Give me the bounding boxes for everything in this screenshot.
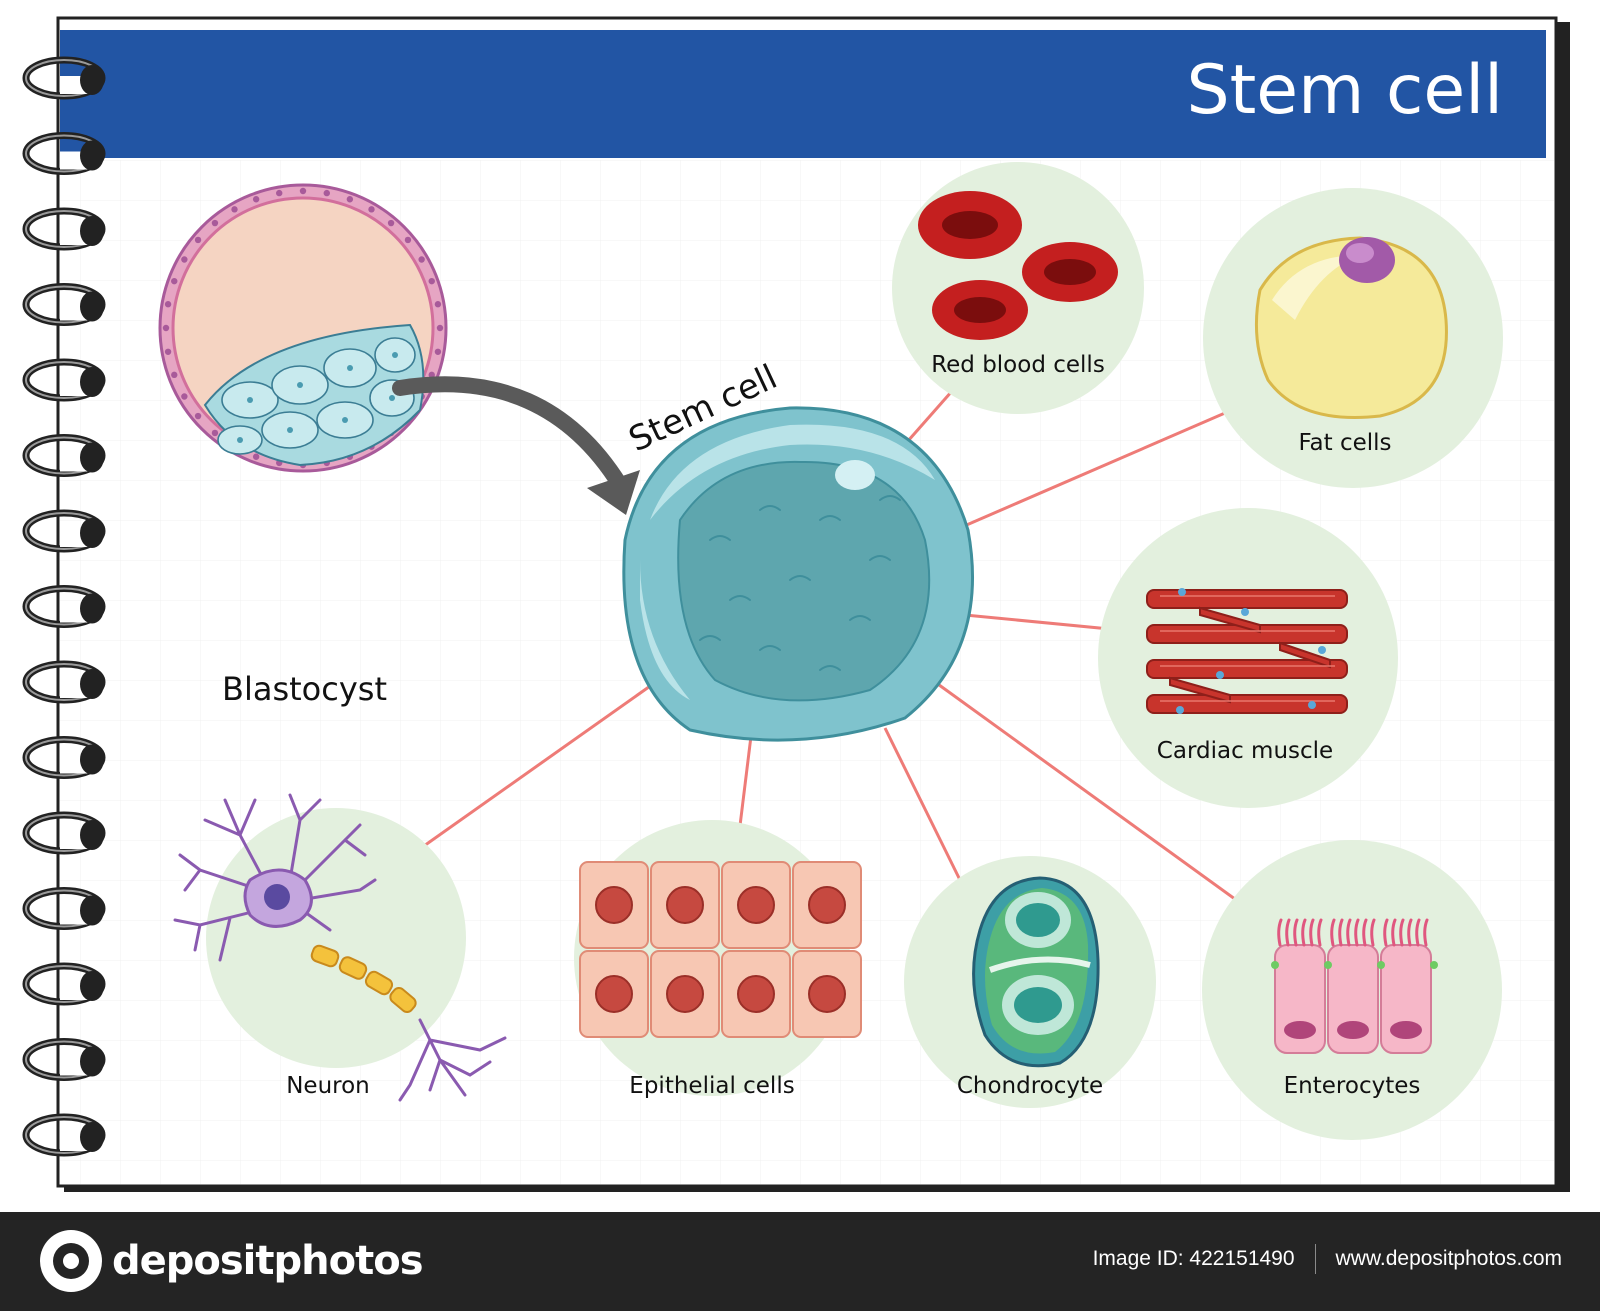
binding-ring	[22, 887, 106, 930]
footer-meta: Image ID: 422151490 www.depositphotos.co…	[1093, 1244, 1562, 1274]
binding-ring	[22, 56, 106, 100]
binding-ring	[22, 132, 106, 175]
binding-ring	[22, 283, 106, 326]
website-link[interactable]: www.depositphotos.com	[1335, 1247, 1562, 1270]
enterocytes-label: Enterocytes	[1284, 1073, 1421, 1099]
arrow-head	[587, 470, 640, 515]
neuron-label: Neuron	[286, 1073, 370, 1099]
connector-lines	[396, 381, 1258, 917]
brand-name: depositphotos	[112, 1238, 424, 1284]
red-blood-cells-label: Red blood cells	[931, 352, 1105, 378]
binding-ring	[22, 358, 106, 402]
neuron-illustration	[173, 793, 507, 1102]
differentiation-arrow	[392, 376, 628, 493]
fat-cells-illustration	[1203, 188, 1503, 488]
binding-ring	[22, 1038, 106, 1081]
cardiac-muscle-illustration	[1098, 508, 1398, 808]
enterocytes-illustration	[1202, 840, 1502, 1140]
chondrocyte-label: Chondrocyte	[957, 1073, 1103, 1099]
blastocyst-illustration	[158, 183, 448, 473]
binding-ring	[22, 434, 106, 477]
binding-ring	[22, 736, 106, 779]
binding-ring	[22, 1113, 106, 1157]
stem-cell-illustration	[622, 406, 975, 742]
binding-ring	[22, 962, 106, 1006]
binding-ring	[22, 585, 106, 628]
spiral-binding	[22, 56, 106, 1157]
header-bar	[60, 30, 1546, 158]
epithelial-cells-label: Epithelial cells	[629, 1073, 794, 1099]
epithelial-cells-illustration	[574, 820, 862, 1096]
binding-ring	[22, 811, 106, 855]
chondrocyte-illustration	[904, 856, 1156, 1108]
header-title: Stem cell	[1186, 51, 1503, 130]
red-blood-cells-illustration	[892, 162, 1144, 414]
footer-separator	[1314, 1244, 1316, 1274]
blastocyst-label: Blastocyst	[222, 670, 387, 708]
cardiac-muscle-label: Cardiac muscle	[1157, 738, 1333, 764]
camera-logo-icon	[40, 1230, 102, 1292]
binding-ring	[22, 660, 106, 704]
binding-ring	[22, 509, 106, 553]
fat-cells-label: Fat cells	[1298, 430, 1391, 456]
footer-bar	[0, 1212, 1600, 1311]
brand[interactable]: depositphotos	[40, 1230, 424, 1292]
image-id: Image ID: 422151490	[1092, 1247, 1295, 1270]
binding-ring	[22, 207, 106, 251]
